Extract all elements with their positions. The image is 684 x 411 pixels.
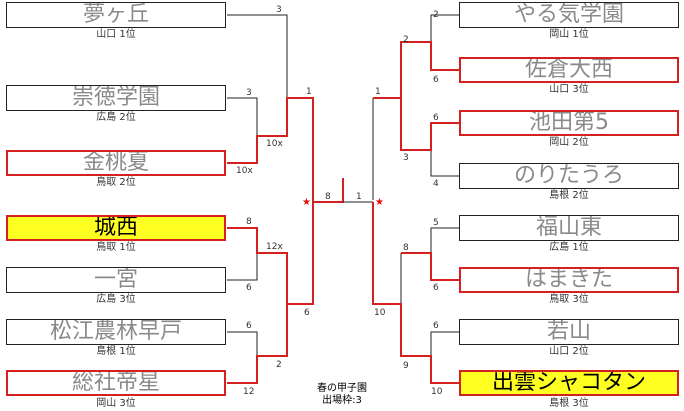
score: 3 <box>276 5 282 15</box>
team-sub: 岡山 2位 <box>549 137 589 148</box>
team-sub: 島根 1位 <box>96 346 136 357</box>
score: 2 <box>433 10 439 20</box>
bracket-line <box>227 14 288 98</box>
bracket-line-winner <box>400 98 459 151</box>
team-sub: 島根 2位 <box>549 190 589 201</box>
team-box-left-5: 一宮 <box>6 267 226 293</box>
caption-slots: 出場枠:3 <box>322 395 362 406</box>
team-sub: 山口 1位 <box>96 29 136 40</box>
bracket-line <box>227 253 258 281</box>
team-box-left-1: 夢ヶ丘 <box>6 2 226 28</box>
team-box-left-4: 城西 <box>6 215 226 241</box>
team-name: やる気学園 <box>513 2 624 27</box>
team-box-left-3: 金桃夏 <box>6 150 226 176</box>
team-sub: 鳥取 1位 <box>96 242 136 253</box>
score: 1 <box>356 192 362 202</box>
score: 6 <box>433 113 439 123</box>
score: 8 <box>325 192 331 202</box>
score: 2 <box>403 35 409 45</box>
team-sub: 山口 3位 <box>549 84 589 95</box>
score: 10 <box>374 308 386 318</box>
team-name: はまきた <box>524 267 613 292</box>
bracket-line <box>430 150 459 177</box>
team-sub: 広島 1位 <box>549 242 589 253</box>
team-sub: 山口 2位 <box>549 346 589 357</box>
bracket-line-winner <box>372 202 459 384</box>
team-sub: 島根 3位 <box>549 398 589 409</box>
team-box-right-6: はまきた <box>459 267 679 293</box>
bracket-line <box>227 331 258 356</box>
team-box-right-4: のりたうろ <box>459 163 679 189</box>
bracket-line-winner <box>373 41 459 99</box>
score: 9 <box>403 361 409 371</box>
team-box-left-2: 崇徳学園 <box>6 85 226 111</box>
left-star-mark: ★ <box>302 197 311 208</box>
team-name: 佐倉大西 <box>524 57 613 82</box>
score: 8 <box>246 217 252 227</box>
team-name: 一宮 <box>93 267 138 292</box>
score: 10x <box>266 139 283 149</box>
bracket-line <box>430 331 459 356</box>
team-name: 福山東 <box>535 215 602 240</box>
team-sub: 広島 2位 <box>96 112 136 123</box>
bracket-line <box>227 97 258 136</box>
bracket-line-winner <box>401 252 459 281</box>
bracket-line-winner <box>227 202 314 305</box>
score: 1 <box>375 87 381 97</box>
team-box-right-5: 福山東 <box>459 215 679 241</box>
caption-title: 春の甲子園 <box>317 383 367 394</box>
score: 2 <box>276 360 282 370</box>
bracket-line <box>227 227 258 253</box>
team-box-right-2: 佐倉大西 <box>459 57 679 83</box>
team-box-left-7: 総社帝星 <box>6 370 226 396</box>
team-name: 出雲シャコタン <box>491 370 646 395</box>
team-box-left-6: 松江農林早戸 <box>6 319 226 345</box>
bracket-line-winner <box>227 97 314 202</box>
score: 6 <box>246 283 252 293</box>
team-name: 金桃夏 <box>82 150 149 175</box>
score: 1 <box>306 87 312 97</box>
team-name: 夢ヶ丘 <box>82 2 149 27</box>
score: 5 <box>433 218 439 228</box>
score: 6 <box>304 308 310 318</box>
team-sub: 岡山 1位 <box>549 29 589 40</box>
score: 6 <box>433 321 439 331</box>
team-box-right-3: 池田第5 <box>459 110 679 136</box>
team-name: 崇徳学園 <box>71 85 160 110</box>
team-name: 総社帝星 <box>71 370 160 395</box>
score: 3 <box>246 88 252 98</box>
score: 4 <box>433 179 439 189</box>
team-name: のりたうろ <box>513 163 624 188</box>
score: 3 <box>403 153 409 163</box>
team-sub: 鳥取 2位 <box>96 177 136 188</box>
bracket-line <box>430 227 459 253</box>
score: 6 <box>433 283 439 293</box>
team-name: 城西 <box>93 215 138 240</box>
team-name: 松江農林早戸 <box>49 319 182 344</box>
score: 10x <box>236 166 253 176</box>
score: 8 <box>403 243 409 253</box>
score: 12 <box>243 387 255 397</box>
team-sub: 広島 3位 <box>96 294 136 305</box>
team-box-right-7: 若山 <box>459 319 679 345</box>
team-box-right-8: 出雲シャコタン <box>459 370 679 396</box>
score: 10 <box>431 387 443 397</box>
score: 6 <box>246 321 252 331</box>
team-box-right-1: やる気学園 <box>459 2 679 28</box>
bracket-line-winner <box>227 304 288 384</box>
score: 12x <box>266 242 283 252</box>
right-star-mark: ★ <box>375 197 384 208</box>
team-name: 若山 <box>546 319 591 344</box>
team-sub: 岡山 3位 <box>96 398 136 409</box>
bracket-line <box>430 14 459 42</box>
team-sub: 鳥取 3位 <box>549 294 589 305</box>
team-name: 池田第5 <box>529 110 609 135</box>
score: 6 <box>433 75 439 85</box>
